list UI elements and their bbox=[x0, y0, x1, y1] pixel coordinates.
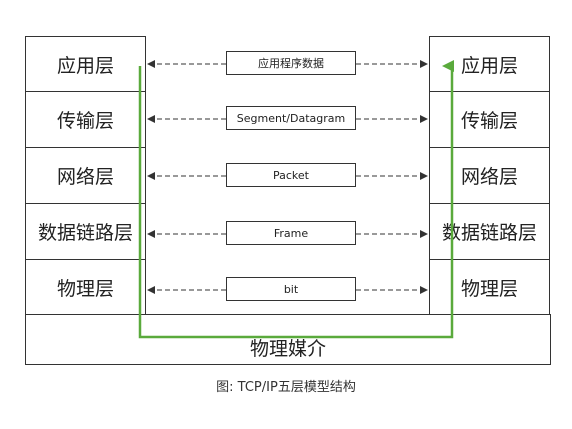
left-layer-datalink: 数据链路层 bbox=[25, 204, 146, 260]
pdu-application-data: 应用程序数据 bbox=[226, 51, 356, 75]
pdu-packet: Packet bbox=[226, 163, 356, 187]
data-flow-arrow bbox=[138, 60, 454, 339]
left-layer-application: 应用层 bbox=[25, 36, 146, 92]
left-layer-network: 网络层 bbox=[25, 148, 146, 204]
pdu-bit: bit bbox=[226, 277, 356, 301]
peer-dashed-arrows bbox=[147, 60, 428, 294]
right-stack: 应用层 传输层 网络层 数据链路层 物理层 bbox=[429, 36, 550, 316]
right-layer-network: 网络层 bbox=[429, 148, 550, 204]
left-layer-transport: 传输层 bbox=[25, 92, 146, 148]
pdu-segment: Segment/Datagram bbox=[226, 106, 356, 130]
left-stack: 应用层 传输层 网络层 数据链路层 物理层 bbox=[25, 36, 146, 316]
right-layer-datalink: 数据链路层 bbox=[429, 204, 550, 260]
right-layer-transport: 传输层 bbox=[429, 92, 550, 148]
physical-medium: 物理媒介 bbox=[25, 314, 551, 365]
right-layer-physical: 物理层 bbox=[429, 260, 550, 316]
figure-caption: 图: TCP/IP五层模型结构 bbox=[216, 380, 356, 395]
pdu-frame: Frame bbox=[226, 221, 356, 245]
left-layer-physical: 物理层 bbox=[25, 260, 146, 316]
